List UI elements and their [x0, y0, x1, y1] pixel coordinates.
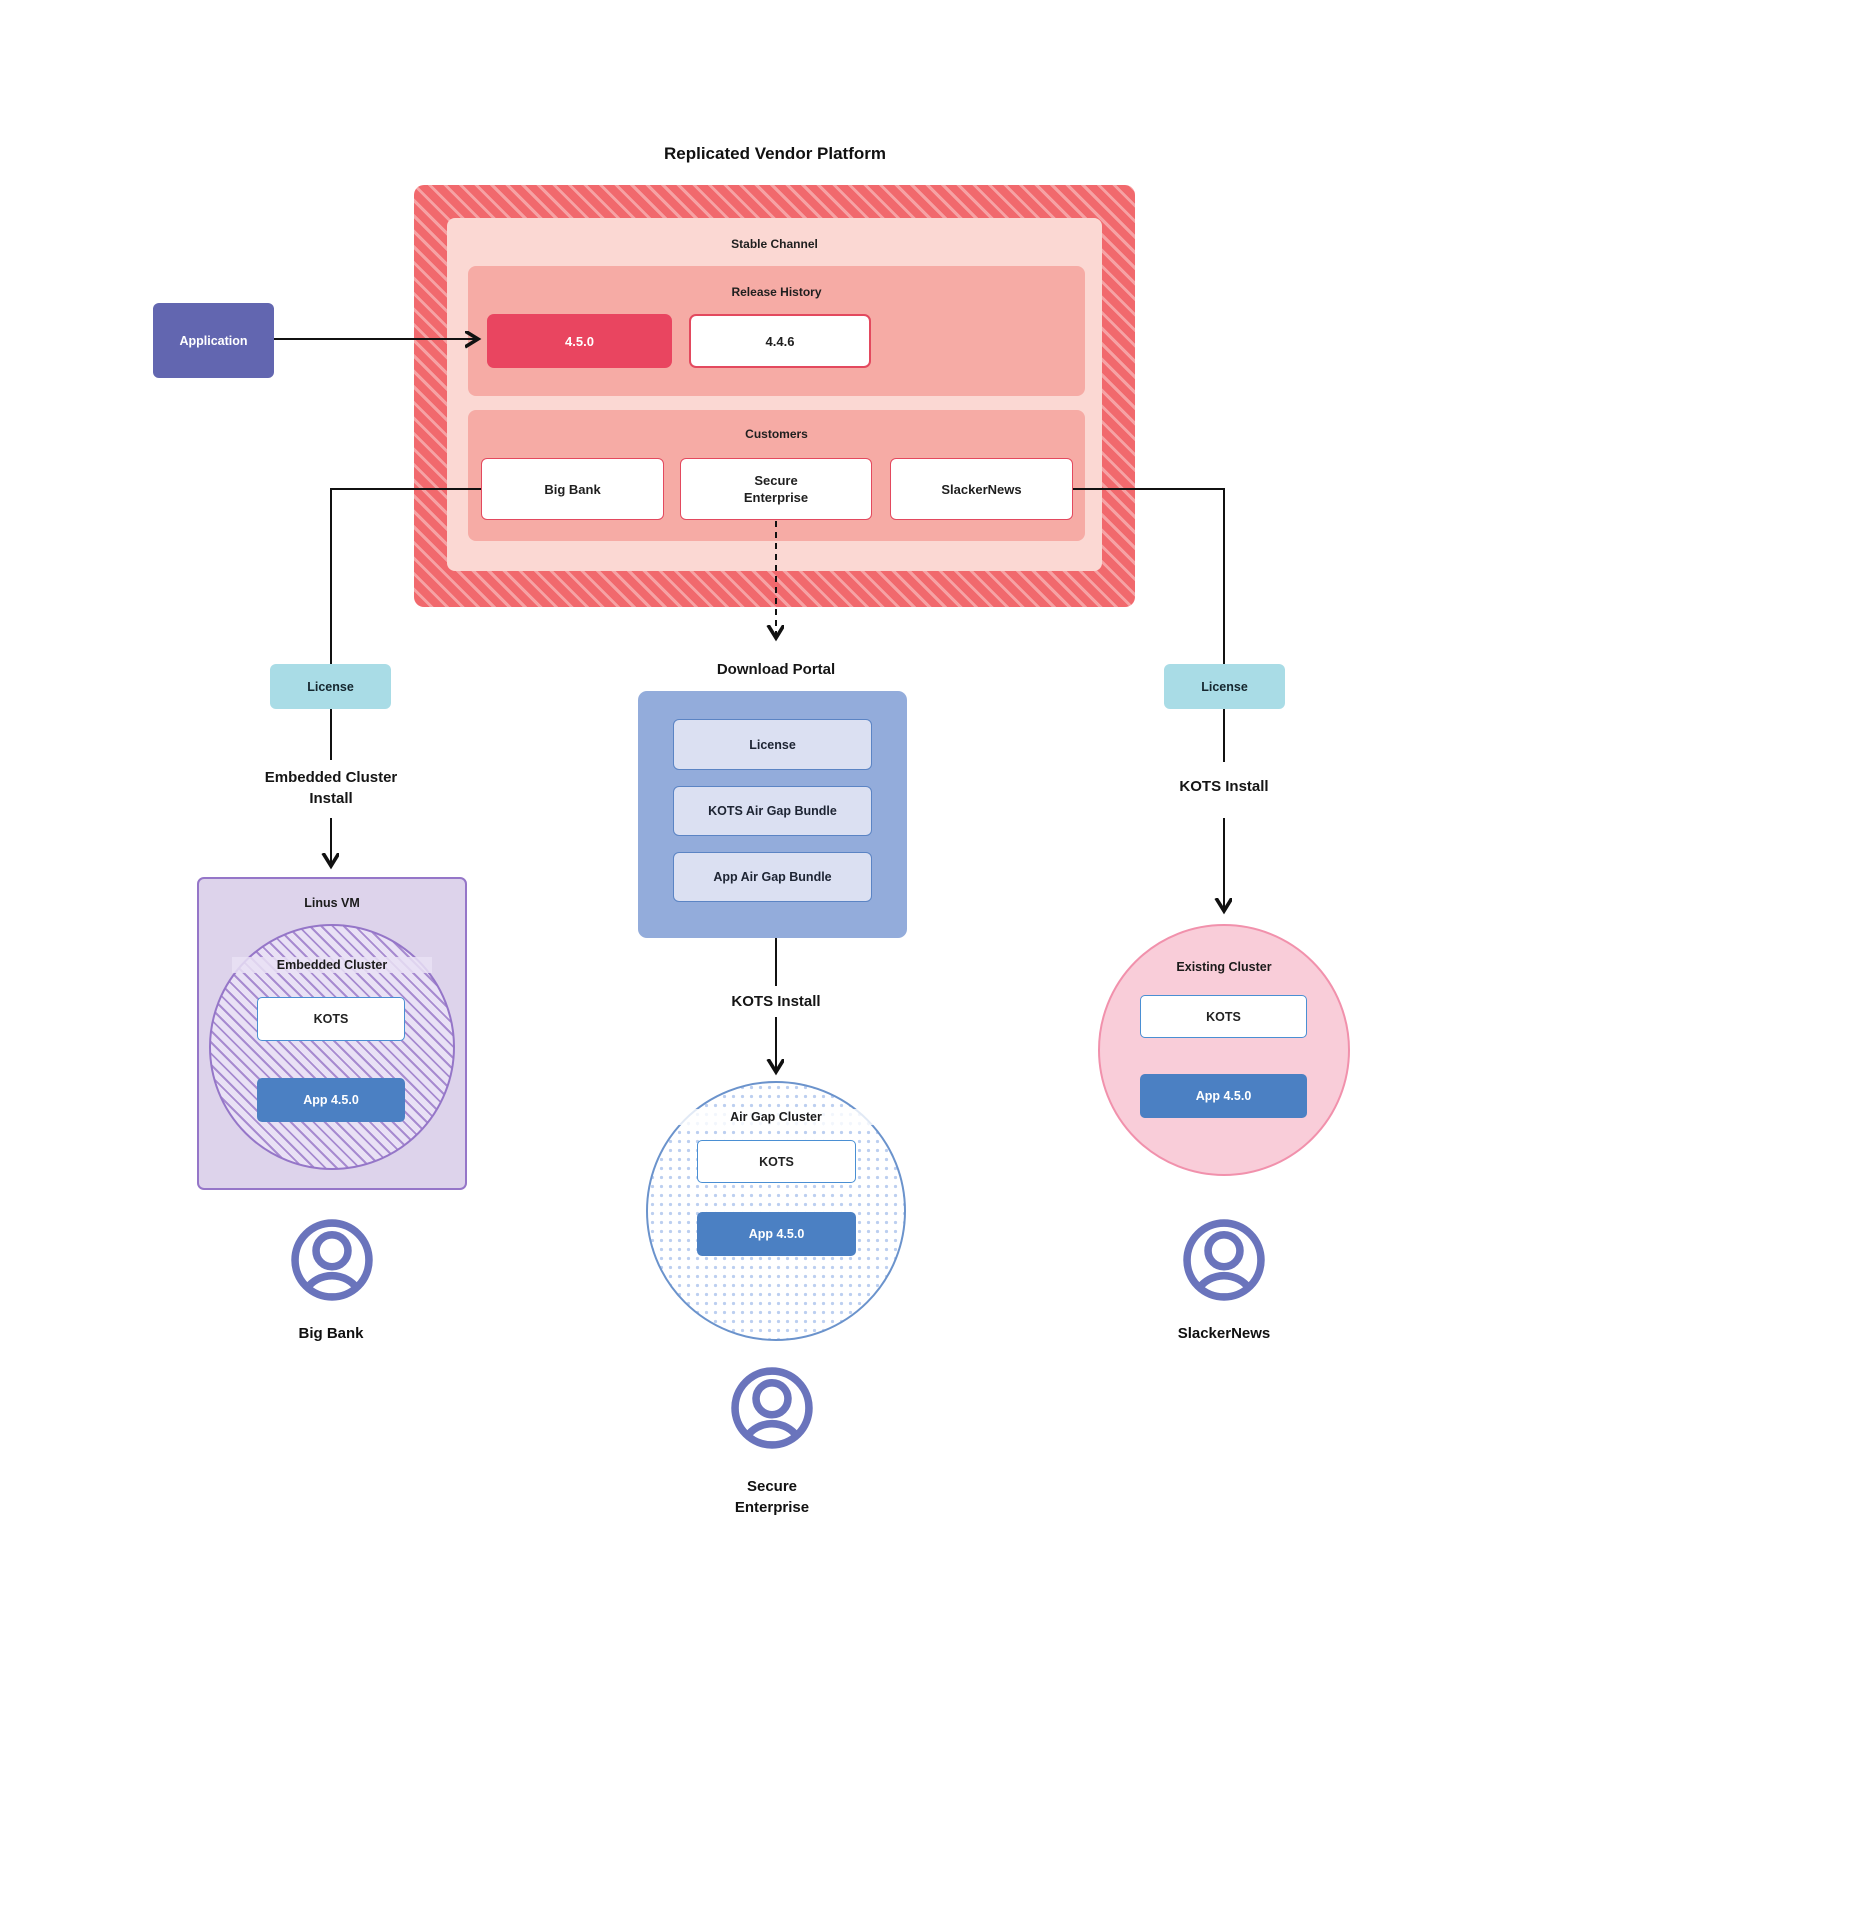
- customers-label: Customers: [745, 427, 808, 441]
- stable-channel-label: Stable Channel: [731, 237, 818, 251]
- existing-cluster-circle: [1098, 924, 1350, 1176]
- portal-item-app-airgap-bundle: App Air Gap Bundle: [673, 852, 872, 902]
- application-box: Application: [153, 303, 274, 378]
- app-box-left: App 4.5.0: [257, 1078, 405, 1122]
- person-icon-big-bank: [291, 1219, 373, 1301]
- customer-secure-enterprise-label: Secure Enterprise: [743, 473, 809, 505]
- kots-box-right: KOTS: [1140, 995, 1307, 1038]
- user-label-big-bank: Big Bank: [298, 1324, 364, 1342]
- app-box-middle: App 4.5.0: [697, 1212, 856, 1256]
- kots-install-label-middle: KOTS Install: [731, 992, 821, 1010]
- portal-item-license: License: [673, 719, 872, 770]
- user-label-secure-enterprise-text: Secure Enterprise: [734, 1478, 810, 1516]
- person-icon-secure-enterprise: [731, 1367, 813, 1449]
- release-4-4-6: 4.4.6: [689, 314, 871, 368]
- release-history-label: Release History: [731, 285, 822, 299]
- embedded-cluster-install-text: Embedded Cluster Install: [264, 769, 398, 807]
- user-label-slackernews: SlackerNews: [1177, 1324, 1271, 1342]
- customer-big-bank: Big Bank: [481, 458, 664, 520]
- portal-item-kots-airgap-bundle: KOTS Air Gap Bundle: [673, 786, 872, 836]
- embedded-cluster-label: Embedded Cluster: [232, 957, 432, 973]
- license-box-right: License: [1164, 664, 1285, 709]
- kots-install-label-right: KOTS Install: [1179, 777, 1269, 795]
- release-4-5-0: 4.5.0: [487, 314, 672, 368]
- customer-secure-enterprise: Secure Enterprise: [680, 458, 872, 520]
- diagram-title: Replicated Vendor Platform: [664, 144, 886, 163]
- license-box-left: License: [270, 664, 391, 709]
- download-portal-label: Download Portal: [716, 660, 836, 678]
- app-box-right: App 4.5.0: [1140, 1074, 1307, 1118]
- kots-box-middle: KOTS: [697, 1140, 856, 1183]
- embedded-cluster-install-label: Embedded Cluster Install: [211, 766, 451, 810]
- existing-cluster-label: Existing Cluster: [1176, 960, 1272, 974]
- kots-box-left: KOTS: [257, 997, 405, 1041]
- air-gap-cluster-label: Air Gap Cluster: [676, 1109, 876, 1125]
- user-label-secure-enterprise: Secure Enterprise: [672, 1475, 872, 1519]
- linus-vm-label: Linus VM: [304, 896, 360, 910]
- customer-slackernews: SlackerNews: [890, 458, 1073, 520]
- person-icon-slackernews: [1183, 1219, 1265, 1301]
